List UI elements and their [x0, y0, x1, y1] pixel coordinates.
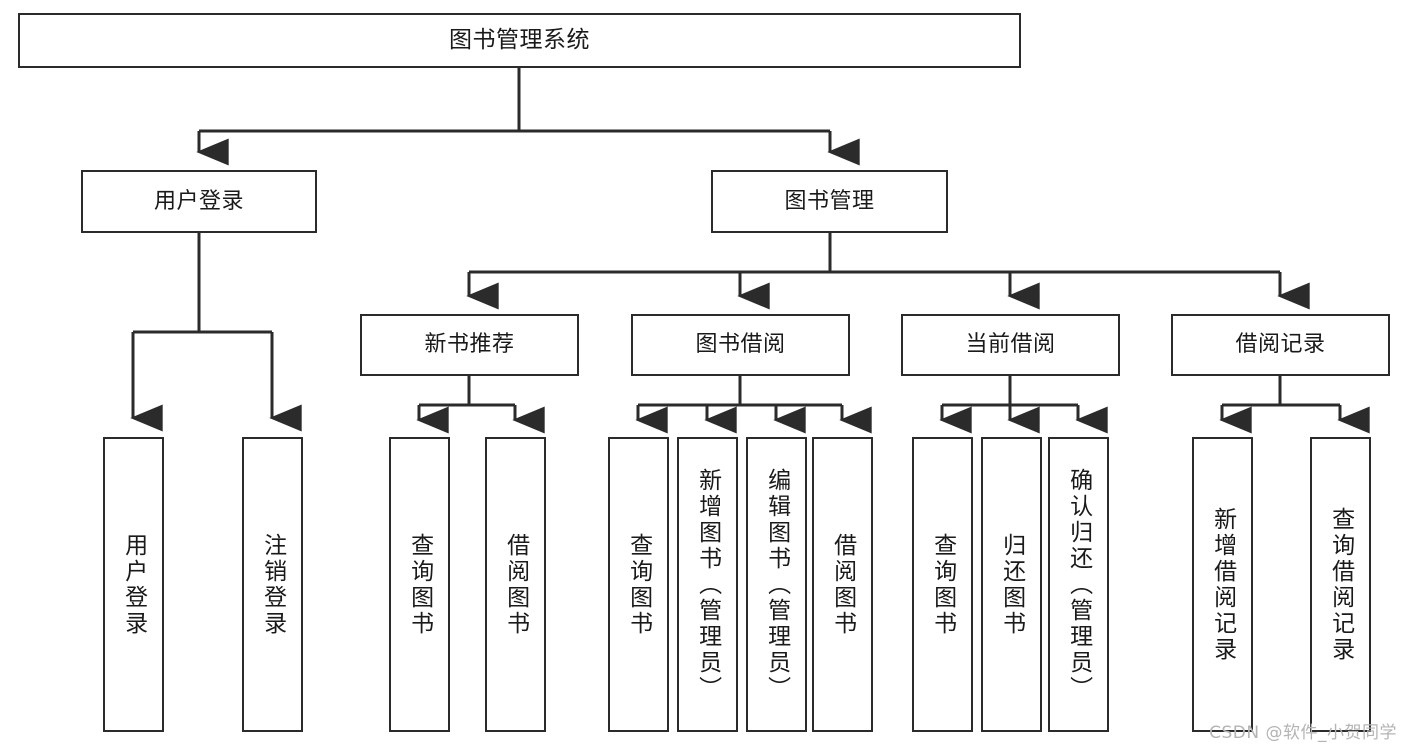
node-leaf-query-book-3[interactable]: 查询图书	[912, 437, 973, 732]
node-current-borrow[interactable]: 当前借阅	[901, 314, 1120, 376]
node-label: 查询图书	[406, 532, 433, 637]
node-label: 用户登录	[153, 188, 244, 214]
node-label: 用户登录	[120, 532, 147, 637]
node-leaf-return-book[interactable]: 归还图书	[981, 437, 1042, 732]
node-label: 新书推荐	[424, 332, 515, 358]
node-leaf-add-book[interactable]: 新增图书（管理员）	[677, 437, 738, 732]
node-label: 新增图书（管理员）	[694, 467, 721, 702]
node-leaf-user-logout[interactable]: 注销登录	[242, 437, 303, 732]
node-book-borrow[interactable]: 图书借阅	[631, 314, 850, 376]
node-new-book-recommend[interactable]: 新书推荐	[360, 314, 579, 376]
node-label: 借阅图书	[502, 532, 529, 637]
node-label: 注销登录	[259, 532, 286, 637]
node-leaf-user-login[interactable]: 用户登录	[103, 437, 164, 732]
csdn-watermark: CSDN @软件_小贺同学	[1209, 723, 1397, 743]
node-label: 借阅记录	[1235, 332, 1326, 358]
node-user-login[interactable]: 用户登录	[81, 170, 317, 233]
node-label: 新增借阅记录	[1209, 506, 1236, 663]
node-label: 借阅图书	[829, 532, 856, 637]
node-leaf-query-book-2[interactable]: 查询图书	[608, 437, 669, 732]
node-label: 查询借阅记录	[1327, 506, 1354, 663]
node-label: 当前借阅	[965, 332, 1056, 358]
node-leaf-borrow-book-2[interactable]: 借阅图书	[812, 437, 873, 732]
node-leaf-query-record[interactable]: 查询借阅记录	[1310, 437, 1371, 732]
node-label: 确认归还（管理员）	[1065, 467, 1092, 702]
node-leaf-edit-book[interactable]: 编辑图书（管理员）	[746, 437, 807, 732]
node-leaf-borrow-book-1[interactable]: 借阅图书	[485, 437, 546, 732]
node-label: 图书管理	[784, 188, 875, 214]
node-label: 图书借阅	[695, 332, 786, 358]
node-leaf-confirm-return[interactable]: 确认归还（管理员）	[1048, 437, 1109, 732]
node-borrow-record[interactable]: 借阅记录	[1171, 314, 1390, 376]
node-book-manage[interactable]: 图书管理	[711, 170, 948, 233]
node-label: 编辑图书（管理员）	[763, 467, 790, 702]
node-label: 归还图书	[998, 532, 1025, 637]
node-leaf-add-record[interactable]: 新增借阅记录	[1192, 437, 1253, 732]
node-label: 图书管理系统	[449, 26, 590, 53]
node-leaf-query-book-1[interactable]: 查询图书	[389, 437, 450, 732]
node-label: 查询图书	[625, 532, 652, 637]
node-root-book-management-system[interactable]: 图书管理系统	[18, 13, 1021, 68]
node-label: 查询图书	[929, 532, 956, 637]
